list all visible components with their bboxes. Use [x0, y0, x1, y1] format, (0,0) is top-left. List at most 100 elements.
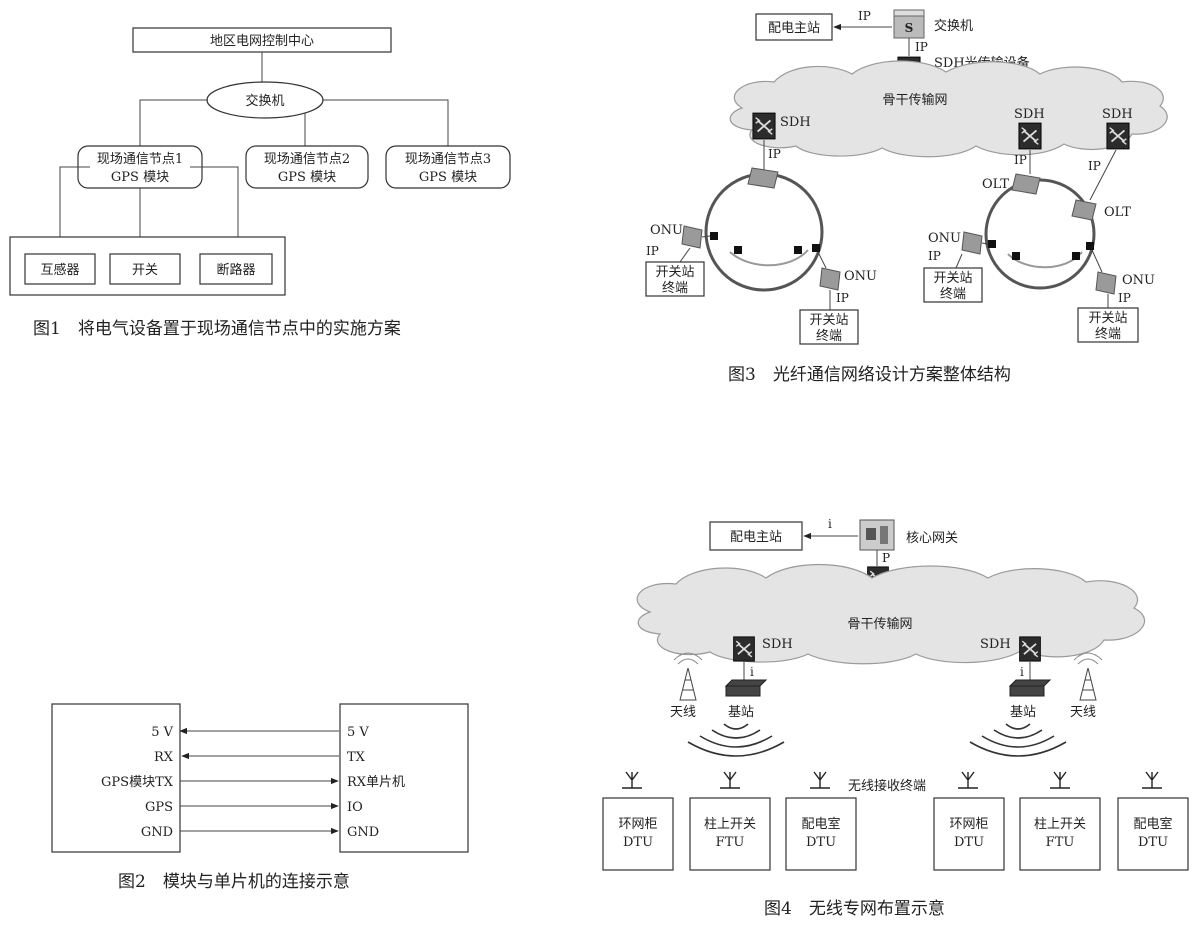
fig3-sdh-right: SDH	[1102, 107, 1133, 122]
gps-module-block	[51, 703, 181, 853]
connector	[817, 251, 827, 269]
right-pin-4: IO	[347, 800, 363, 815]
figure-2: 5 V 5 V RX TX GPS模块TX RX单片机 GPS IO GND G…	[51, 703, 469, 892]
gateway-icon	[859, 519, 895, 551]
figure-2-caption: 图2 模块与单片机的连接示意	[118, 872, 350, 892]
node-2-gps: GPS 模块	[278, 170, 336, 185]
switch-icon-letter: S	[905, 21, 914, 35]
fig3-onu-3: ONU	[928, 231, 961, 246]
fig4-base-right: 基站	[1010, 705, 1036, 720]
fig3-ip-mid: IP	[1014, 153, 1027, 167]
figure-1: 地区电网控制中心 交换机 现场通信节点1 GPS 模块 现场通信节点2 GPS …	[9, 27, 511, 339]
fig3-ip-left: IP	[768, 147, 781, 161]
fig4-link-p: P	[882, 551, 890, 565]
core-gateway-label: 核心网关	[906, 531, 958, 546]
device-label-2: 开关	[132, 263, 158, 278]
terminal-box	[645, 261, 705, 297]
right-pin-1: 5 V	[347, 725, 369, 740]
fig3-master-station-label: 配电主站	[768, 21, 820, 36]
splitter-node	[988, 240, 996, 248]
splitter-node	[1086, 242, 1094, 250]
figure-3-caption: 图3 光纤通信网络设计方案整体结构	[728, 365, 1011, 385]
olt-icon-right	[1071, 199, 1097, 221]
node-3-gps: GPS 模块	[419, 170, 477, 185]
fig3-onu-4: ONU	[1122, 273, 1155, 288]
fig3-onu-1: ONU	[650, 223, 683, 238]
fig3-olt-1: OLT	[982, 177, 1009, 192]
base-station-icon	[724, 679, 768, 697]
fig4-backbone-label: 骨干传输网	[847, 616, 912, 632]
wireless-terminal-label: 无线接收终端	[848, 778, 926, 794]
terminal-3: 配电室 DTU	[785, 771, 857, 871]
left-pin-3: GPS模块TX	[101, 775, 174, 790]
sdh-device-icon	[752, 112, 776, 140]
figure-4: 配电主站 i 核心网关 P SDH 骨干传输网 SDH i 天线 基站	[602, 517, 1189, 919]
terminal-line2: 终端	[940, 286, 966, 302]
terminal-line1: 柱上开关	[1034, 817, 1086, 832]
connector	[679, 247, 691, 263]
fig4-sdh-right: SDH	[980, 637, 1011, 652]
terminal-2: 柱上开关 FTU	[689, 771, 771, 871]
fig3-onu-2: ONU	[844, 269, 877, 284]
fiber-ring-left	[704, 172, 824, 292]
fig4-master-station-box	[709, 521, 803, 551]
device-label-3: 断路器	[216, 262, 255, 278]
fig3-ip-onu-2: IP	[836, 291, 849, 305]
connector	[322, 99, 449, 146]
terminal-line1: 配电室	[1133, 816, 1172, 832]
terminal-line1: 柱上开关	[704, 817, 756, 832]
splitter-node	[710, 232, 718, 240]
device-box-1	[24, 253, 96, 285]
radio-wave-icon	[687, 723, 785, 757]
terminal-line2: FTU	[716, 835, 745, 850]
fig3-olt-2: OLT	[1104, 205, 1131, 220]
fig3-ip-onu-1: IP	[646, 244, 659, 258]
node-2-box	[245, 145, 369, 189]
base-station-icon	[1008, 679, 1052, 697]
node-1-gps: GPS 模块	[111, 170, 169, 185]
fig4-link-i-right: i	[1020, 665, 1024, 679]
terminal-line2: 终端	[1095, 326, 1121, 342]
terminal-line2: 终端	[662, 280, 688, 296]
fiber-ring-right	[984, 178, 1096, 290]
connector	[139, 99, 208, 146]
left-pin-5: GND	[141, 825, 173, 840]
device-box-3	[199, 253, 273, 285]
fiber-ring-left-inner	[729, 249, 809, 267]
left-pin-4: GPS	[145, 800, 173, 815]
node-2-name: 现场通信节点2	[264, 152, 350, 167]
fig3-ip-switch-sdh: IP	[915, 40, 928, 54]
fig4-sdh-left: SDH	[762, 637, 793, 652]
fig3-switch-label: 交换机	[934, 18, 973, 34]
backbone-cloud-3	[729, 60, 1168, 158]
fig4-antenna-left: 天线	[670, 705, 696, 720]
fig4-base-left: 基站	[728, 705, 754, 720]
sdh-device-icon	[732, 636, 756, 662]
onu-icon	[681, 225, 703, 249]
onu-icon	[819, 267, 841, 291]
connector	[59, 166, 90, 237]
onu-icon	[1095, 271, 1117, 295]
splitter-node	[812, 244, 820, 252]
onu-icon	[961, 231, 983, 255]
left-pin-1: 5 V	[151, 725, 173, 740]
control-center-label: 地区电网控制中心	[210, 34, 314, 49]
node-1-name: 现场通信节点1	[97, 152, 183, 167]
switch-label: 交换机	[245, 93, 284, 109]
terminal-line1: 开关站	[933, 271, 972, 286]
splitter-node	[734, 246, 742, 254]
fig4-link-i-left: i	[750, 665, 754, 679]
fig3-sdh-mid: SDH	[1014, 107, 1045, 122]
terminal-box	[1077, 307, 1139, 343]
terminal-box	[799, 309, 859, 345]
olt-icon-left	[747, 167, 779, 189]
terminal-line2: DTU	[954, 835, 984, 850]
terminal-4: 环网柜 DTU	[933, 771, 1005, 871]
connector	[1091, 249, 1103, 273]
terminal-line1: 开关站	[655, 265, 694, 280]
backbone-cloud-4	[636, 564, 1146, 665]
device-box-2	[109, 253, 181, 285]
fig3-ip-onu-3: IP	[928, 249, 941, 263]
antenna-tower-icon	[1073, 652, 1103, 701]
